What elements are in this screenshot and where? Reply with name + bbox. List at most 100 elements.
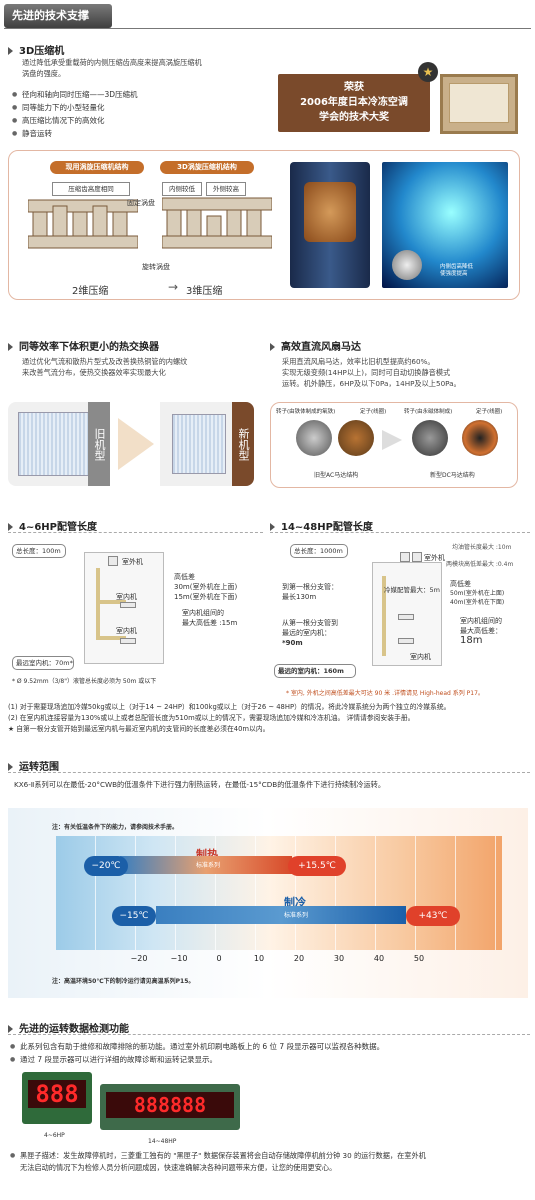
label-indoor-diff: 室内机组间的最大高低差 :15m — [182, 609, 238, 627]
triangle-icon — [270, 343, 275, 351]
label-inner-lower: 内侧较低 — [162, 182, 202, 196]
monitoring-title: 先进的运转数据检测功能 — [8, 1020, 129, 1035]
blackbox-desc: 黑匣子描述：发生故障停机时，三菱重工独有的 "黑匣子" 数据保存装置将会自动存储… — [10, 1150, 525, 1174]
divider — [8, 772, 530, 773]
label-orbit-scroll: 旋转涡盘 — [142, 263, 170, 271]
fan-motor-desc: 采用直流风扇马达，效率比旧机型提高约60%。实现无级变频(14HP以上)，同时可… — [282, 357, 461, 388]
list-item: 径向和轴向同时压缩——3D压缩机 — [12, 88, 138, 101]
triangle-icon — [8, 343, 13, 351]
tag-3d-scroll: 3D涡旋压缩机结构 — [160, 161, 254, 174]
scale-tick: 50 — [413, 954, 425, 963]
label-max-pipe: 冷媒配管最大：5m — [384, 586, 440, 594]
label-same-height: 压缩齿高度相同 — [52, 182, 130, 196]
label-indoor-2: 室内机 — [116, 627, 137, 635]
label-stator-new: 定子(线圈) — [476, 409, 503, 415]
label-first-branch: 到第一根分支管：最长130m — [282, 583, 338, 601]
new-stator-photo — [462, 420, 498, 456]
heating-min-badge: −20℃ — [84, 856, 128, 876]
outdoor-unit-icon — [412, 552, 422, 562]
old-stator-photo — [338, 420, 374, 456]
compressor-photo — [290, 162, 370, 288]
label-heating-std: 标准系列 — [196, 862, 221, 869]
pipe-horizontal — [96, 636, 126, 640]
tag-current-scroll: 现用涡旋压缩机结构 — [50, 161, 144, 174]
triangle-icon — [8, 523, 13, 531]
arrow-right-icon: → — [168, 280, 179, 294]
scale-tick: 20 — [293, 954, 305, 963]
label-3d-compression: 3维压缩 — [186, 286, 223, 297]
caption-small-hp: 4~6HP — [44, 1132, 65, 1139]
triangle-icon — [270, 523, 275, 531]
heat-exchanger-title: 同等效率下体积更小的热交换器 — [8, 338, 159, 353]
divider — [8, 532, 263, 533]
award-certificate-image — [440, 74, 518, 134]
list-item: 高压缩比情况下的高效化 — [12, 114, 138, 127]
label-new-model: 新机型 — [232, 402, 254, 486]
triangle-icon — [8, 1025, 13, 1033]
grid-lines — [56, 836, 502, 950]
label-outdoor: 室外机 — [122, 558, 143, 566]
new-exchanger-frame — [160, 402, 238, 486]
caption-old-motor: 旧型AC马达结构 — [314, 472, 359, 479]
pipe-horizontal — [96, 600, 126, 604]
label-stator-old: 定子(线圈) — [360, 409, 387, 415]
note-liquid-pipe: * Ø 9.52mm（3/8"）液管总长度必须为 50m 或以下 — [12, 678, 157, 685]
piping-large-title: 14~48HP配管长度 — [270, 518, 373, 533]
monitoring-bullets: 此系列包含有助于维修和故障排除的新功能。通过室外机印刷电路板上的 6 位 7 段… — [10, 1040, 525, 1066]
label-farthest-indoor: 最远的室内机：160m — [274, 664, 356, 678]
header-divider — [4, 28, 531, 29]
scale-tick: 10 — [253, 954, 265, 963]
cooling-min-badge: −15℃ — [112, 906, 156, 926]
label-total-length: 总长度：100m — [12, 544, 66, 558]
triangle-icon — [8, 763, 13, 771]
label-nearest-indoor: 最远室内机：70m* — [12, 656, 74, 670]
star-icon: ★ — [418, 62, 438, 82]
caption-large-hp: 14~48HP — [148, 1138, 177, 1145]
compressor-title: 3D压缩机 — [8, 42, 64, 57]
indoor-unit-icon — [398, 638, 414, 644]
label-cooling: 制冷 — [284, 896, 306, 909]
pipe-vertical — [382, 576, 386, 656]
label-fixed-scroll: 固定涡盘 — [127, 199, 155, 207]
list-item: 此系列包含有助于维修和故障排除的新功能。通过室外机印刷电路板上的 6 位 7 段… — [10, 1040, 525, 1053]
scroll-3d-diagram — [162, 197, 272, 249]
label-indoor-1: 室内机 — [116, 593, 137, 601]
scale-tick: 30 — [333, 954, 345, 963]
divider — [270, 532, 530, 533]
indoor-unit-icon — [398, 614, 414, 620]
scale-tick: −10 — [170, 954, 188, 963]
label-rotor-old: 转子(由铁体制成的氧铁) — [276, 409, 336, 415]
cooling-max-badge: +43℃ — [406, 906, 460, 926]
heating-range-bar — [120, 856, 292, 874]
triangle-icon — [8, 47, 13, 55]
label-module-diff: 两模块高低差最大 :0.4m — [446, 561, 514, 568]
scroll-2d-diagram — [28, 199, 138, 249]
label-equal-oil: 均油管长度最大 :10m — [452, 544, 512, 551]
arrow-right-icon — [118, 418, 154, 470]
scale-tick: 0 — [216, 954, 222, 963]
note-low-temp: 注：有关低温条件下的能力，请参阅技术手册。 — [52, 824, 179, 831]
label-outdoor: 室外机 — [424, 554, 445, 562]
heating-max-badge: +15.5℃ — [288, 856, 346, 876]
scroll-photo — [392, 250, 422, 280]
list-item: 静音运转 — [12, 127, 138, 140]
note-high-head: * 室内, 外机之间高低差最大可达 90 米 .详情请见 High-head 系… — [286, 690, 484, 697]
operating-range-desc: KX6-Ⅱ系列可以在最低-20°CWB的低温条件下进行强力制热运转，在最低-15… — [14, 780, 386, 789]
old-rotor-photo — [296, 420, 332, 456]
arrow-right-icon — [382, 430, 402, 450]
indoor-unit-icon — [120, 602, 136, 608]
label-from-branch: 从第一根分支管到最远的室内机：*90m — [282, 619, 338, 647]
caption-new-motor: 新型DC马达结构 — [430, 472, 475, 479]
list-item: 同等能力下的小型轻量化 — [12, 101, 138, 114]
label-old-model: 旧机型 — [88, 402, 110, 486]
operating-range-title: 运转范围 — [8, 758, 59, 773]
pcb-display-large: 888888 — [100, 1084, 240, 1130]
label-indoor-diff: 室内机组间的最大高低差：18m — [460, 617, 502, 646]
compressor-desc: 通过降低承受重载荷的内侧压缩齿高度来提高涡旋压缩机涡盘的强度。 — [22, 58, 202, 78]
heat-exchanger-desc: 通过优化气流和散热片型式及改善换热铜管的内螺纹来改善气流分布，使热交换器效率实现… — [22, 357, 188, 377]
pcb-display-small: 888 — [22, 1072, 92, 1124]
label-cooling-std: 标准系列 — [284, 912, 309, 919]
list-item: 通过 7 段显示器可以进行详细的故障诊断和运转记录显示。 — [10, 1053, 525, 1066]
